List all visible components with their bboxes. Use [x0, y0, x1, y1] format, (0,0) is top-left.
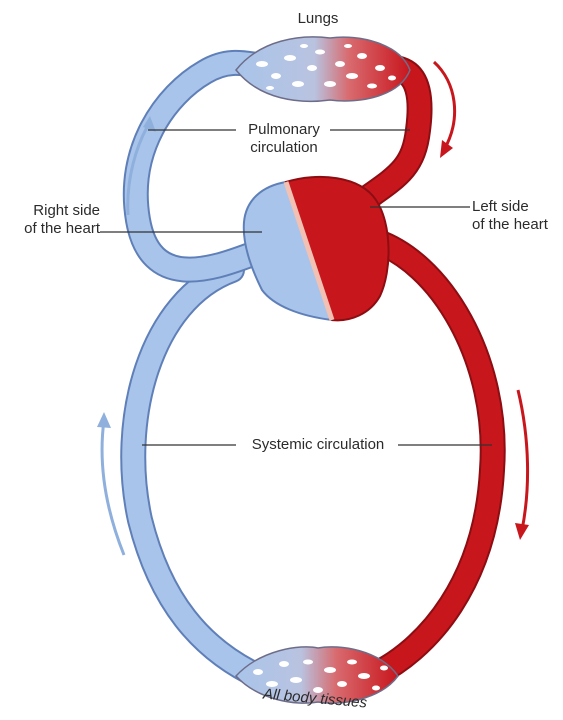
label-lungs: Lungs [288, 10, 348, 28]
systemic-artery [368, 240, 493, 678]
label-pulmonary-line1: Pulmonary [238, 121, 330, 139]
label-right-heart-line2: of the heart [0, 220, 100, 238]
label-left-heart-line1: Left side [472, 198, 563, 216]
label-left-heart-line2: of the heart [472, 216, 563, 234]
heart [244, 177, 389, 320]
label-pulmonary: Pulmonary circulation [238, 121, 330, 157]
arrow-down-systemic [518, 390, 528, 530]
label-right-heart: Right side of the heart [0, 202, 100, 238]
label-systemic: Systemic circulation [238, 436, 398, 454]
label-pulmonary-line2: circulation [238, 139, 330, 157]
label-left-heart: Left side of the heart [472, 198, 563, 234]
arrow-down-pulmonary [434, 62, 455, 150]
label-right-heart-line1: Right side [0, 202, 100, 220]
